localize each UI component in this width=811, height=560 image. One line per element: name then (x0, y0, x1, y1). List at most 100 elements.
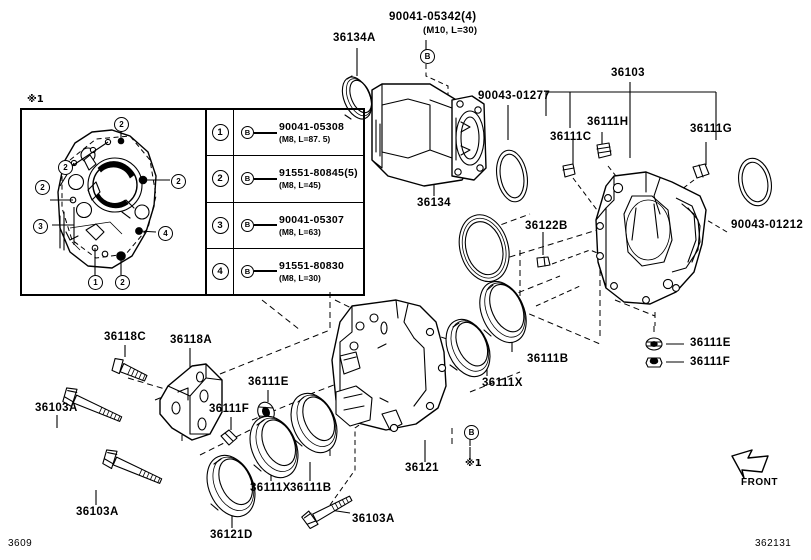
legend-callout-3: 3 (33, 219, 48, 234)
circled-number-1: 1 (211, 124, 229, 142)
legend-callout-4: 4 (158, 226, 173, 241)
legend-callout-2b: 2 (58, 160, 73, 175)
label-36122b: 36122B (525, 220, 568, 232)
bolt-icon: B (241, 264, 277, 278)
bolt-icon: B (241, 126, 277, 140)
part-number: 90041-05308 (279, 121, 345, 134)
label-36103: 36103 (611, 67, 645, 79)
bolt-icon: B (241, 172, 277, 186)
circled-number-2: 2 (211, 170, 229, 188)
diagram-code-bottom-left: 3609 (8, 538, 33, 549)
label-36103a-1: 36103A (35, 402, 78, 414)
label-36111c: 36111C (550, 131, 592, 143)
label-36103a-2: 36103A (76, 506, 119, 518)
part-36111x-seal-top (445, 318, 491, 378)
circled-number-4: 4 (211, 262, 229, 280)
part-36103-rear-housing (595, 171, 707, 305)
label-36118c: 36118C (104, 331, 147, 343)
legend-callout-2d: 2 (171, 174, 186, 189)
leader-90041-05342 (425, 40, 449, 135)
part-36111c-plug (562, 163, 576, 178)
label-36111b-bot: 36111B (290, 482, 332, 494)
label-90043-01212: 90043-01212 (731, 219, 804, 231)
part-36103a-bolt-2 (102, 449, 163, 484)
legend-callout-2e: 2 (115, 275, 130, 290)
part-36121-transfer-case (331, 214, 510, 433)
legend-row: 3 B 90041-05307 (M8, L=63) (207, 202, 363, 249)
bolt-shank (254, 177, 277, 180)
part-36111b-seal-top (479, 280, 527, 344)
legend-row: 1 B 90041-05308 (M8, L=87. 5) (207, 110, 363, 157)
part-36103a-bolt-1 (62, 387, 123, 422)
part-spec: (M8, L=45) (279, 180, 321, 191)
bracket-36103 (545, 82, 717, 158)
legend-row-body: B 90041-05308 (M8, L=87. 5) (234, 110, 363, 155)
part-spec: (M8, L=87. 5) (279, 134, 331, 145)
part-spec: (M8, L=30) (279, 272, 321, 283)
label-36111x-top: 36111X (482, 377, 523, 389)
bolt-mark-b-top: B (420, 49, 435, 64)
legend-part-text: 91551-80830 (M8, L=30) (279, 260, 344, 283)
legend-row-body: B 91551-80830 (M8, L=30) (234, 249, 363, 294)
part-36134-extension-housing (371, 83, 487, 187)
label-36111e-right: 36111E (690, 337, 731, 349)
part-number: 91551-80830 (279, 259, 345, 272)
bolt-shank (254, 270, 277, 273)
bolt-mark-b: B (241, 126, 254, 140)
leader-36111e-right (653, 326, 684, 345)
legend-table: 1 B 90041-05308 (M8, L=87. 5) 2 (20, 108, 365, 296)
legend-row: 4 B 91551-80830 (M8, L=30) (207, 248, 363, 294)
legend-part-text: 90041-05308 (M8, L=87. 5) (279, 121, 344, 144)
legend-callout-1: 1 (88, 275, 103, 290)
part-36122b-pin (536, 256, 551, 268)
label-36111x-bot: 36111X (250, 482, 291, 494)
diagram-code-bottom-right: 362131 (755, 538, 792, 549)
legend-rows: 1 B 90041-05308 (M8, L=87. 5) 2 (207, 110, 363, 294)
label-36103a-3: 36103A (352, 513, 395, 525)
front-arrow-label: FRONT (741, 477, 778, 488)
leader-36111c (572, 140, 601, 215)
label-36134: 36134 (417, 197, 451, 209)
part-number: 90041-05307 (279, 213, 345, 226)
legend-callout-2c: 2 (35, 180, 50, 195)
part-36111b-seal-bot (290, 392, 338, 454)
legend-callout-2a: 2 (114, 117, 129, 132)
part-36111x-seal-bot (249, 415, 299, 479)
label-36111f-mid: 36111F (209, 403, 250, 415)
part-36103a-bolt-3 (301, 495, 353, 530)
circled-number-3: 3 (211, 216, 229, 234)
legend-row: 2 B 91551-80845(5) (M8, L=45) (207, 156, 363, 203)
front-arrow-icon (731, 449, 769, 479)
label-90043-01277: 90043-01277 (478, 90, 551, 102)
bolt-mark-b-center: B (464, 425, 479, 440)
bolt-mark-b: B (241, 172, 254, 186)
legend-row-number: 1 (207, 110, 234, 156)
note-marker-center: ※1 (465, 458, 482, 469)
part-spec: (M8, L=63) (279, 226, 321, 237)
part-36111e-washer-right (645, 337, 663, 351)
legend-part-text: 91551-80845(5) (M8, L=45) (279, 167, 358, 190)
part-90043-01277-oring (496, 149, 528, 203)
label-36111g: 36111G (690, 123, 733, 135)
label-36111e-mid: 36111E (248, 376, 289, 388)
legend-part-text: 90041-05307 (M8, L=63) (279, 214, 344, 237)
legend-note-marker: ※1 (27, 94, 44, 105)
label-90041-05342: 90041-05342(4) (389, 11, 477, 23)
bolt-shank (254, 131, 277, 134)
part-36121d-seal (206, 454, 256, 518)
legend-row-body: B 91551-80845(5) (M8, L=45) (234, 156, 363, 201)
legend-row-body: B 90041-05307 (M8, L=63) (234, 203, 363, 248)
bolt-shank (254, 224, 277, 227)
legend-oil-pump-figure (22, 110, 207, 294)
bolt-icon: B (241, 218, 277, 232)
part-36111f-plug-right (645, 357, 663, 368)
part-36111g-plug (692, 163, 710, 179)
label-90041-05342-spec: (M10, L=30) (423, 25, 478, 36)
part-90043-01212-oring (738, 157, 772, 207)
label-36134a: 36134A (333, 32, 376, 44)
label-36111h: 36111H (587, 116, 629, 128)
legend-row-number: 2 (207, 156, 234, 202)
part-36111h-plug (596, 142, 612, 159)
label-36111f-right: 36111F (690, 356, 731, 368)
